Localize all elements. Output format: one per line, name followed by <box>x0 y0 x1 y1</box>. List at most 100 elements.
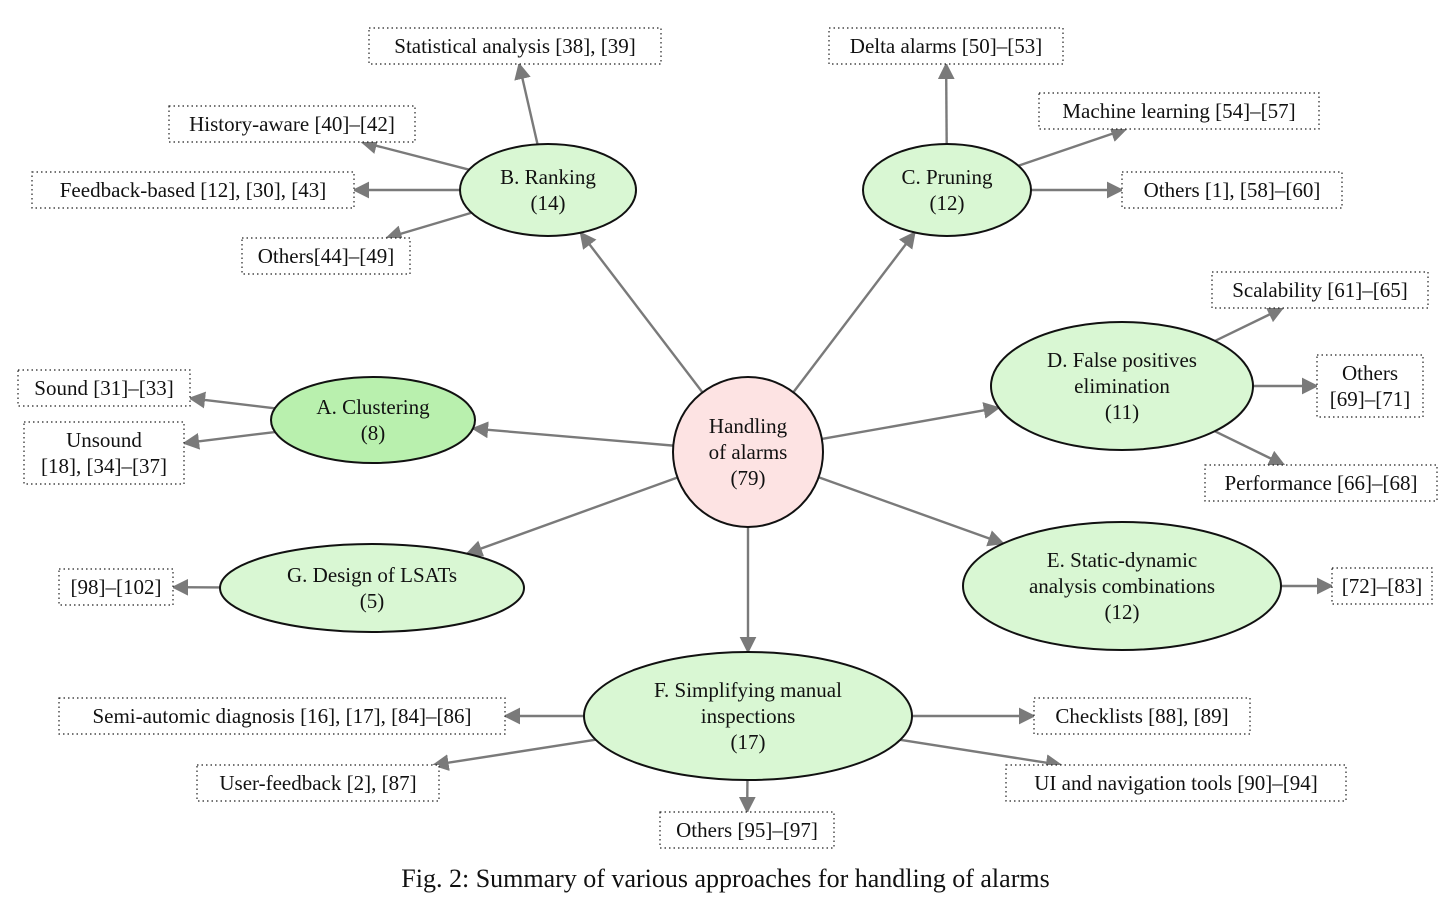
category-ellipse-ranking <box>459 143 637 237</box>
leaf-rect-ranking-others <box>241 237 411 275</box>
edge-center-to-clustering <box>471 421 674 447</box>
leaf-ml-label-line-1: Machine learning [54]–[57] <box>1062 99 1295 123</box>
category-manual-label-line-3: (17) <box>731 730 766 754</box>
center-node-shape <box>672 376 824 528</box>
leaf-box-ui-tools: UI and navigation tools [90]–[94] <box>1005 764 1347 802</box>
leaf-rect-sound <box>17 369 191 407</box>
leaf-statistical-label-line-1: Statistical analysis [38], [39] <box>394 34 635 58</box>
category-ranking-label-line-1: B. Ranking <box>500 165 596 189</box>
leaf-unsound-label-line-1: Unsound <box>66 428 142 452</box>
edge-clustering-to-sound <box>188 391 275 410</box>
edge-center-to-false-positives <box>821 402 1001 441</box>
leaf-semi-label-line-1: Semi-automic diagnosis [16], [17], [84]–… <box>92 704 471 728</box>
edge-center-to-ranking <box>579 231 704 394</box>
leaf-ranking-others-label-line-1: Others[44]–[49] <box>258 244 394 268</box>
edge-clustering-to-unsound <box>182 430 276 450</box>
leaf-box-statistical: Statistical analysis [38], [39] <box>368 27 662 65</box>
category-ranking-label-line-2: (14) <box>531 191 566 215</box>
leaf-rect-lsat-refs <box>58 568 174 606</box>
leaf-box-sound: Sound [31]–[33] <box>17 369 191 407</box>
leaf-manual-others-label-line-1: Others [95]–[97] <box>676 818 818 842</box>
leaf-box-user-feedback: User-feedback [2], [87] <box>196 764 440 802</box>
leaf-box-feedback-based: Feedback-based [12], [30], [43] <box>31 171 355 209</box>
leaf-rect-performance <box>1204 464 1438 502</box>
edge-ranking-to-statistical <box>514 62 539 145</box>
category-lsats-label-line-2: (5) <box>360 589 385 613</box>
category-clustering-label-line-2: (8) <box>361 421 386 445</box>
leaf-delta-label-line-1: Delta alarms [50]–[53] <box>850 34 1042 58</box>
category-manual-label-line-1: F. Simplifying manual <box>654 678 842 702</box>
category-ellipse-lsats <box>219 543 525 633</box>
category-clustering-label-line-1: A. Clustering <box>316 395 430 419</box>
leaf-fp-others-label-line-1: Others <box>1342 361 1398 385</box>
leaf-box-pruning-others: Others [1], [58]–[60] <box>1121 171 1343 209</box>
leaf-box-ml: Machine learning [54]–[57] <box>1038 92 1320 130</box>
leaf-sd-refs-label-line-1: [72]–[83] <box>1342 574 1422 598</box>
center-node-label-line-3: (79) <box>731 466 766 490</box>
category-static-dynamic-label-line-3: (12) <box>1105 600 1140 624</box>
category-node-lsats: G. Design of LSATs(5) <box>219 543 525 633</box>
edge-center-to-lsats <box>465 476 678 557</box>
leaf-rect-checklists <box>1033 697 1251 735</box>
leaf-rect-statistical <box>368 27 662 65</box>
category-pruning-label-line-1: C. Pruning <box>901 165 993 189</box>
edge-manual-to-user-feedback <box>431 738 596 771</box>
leaf-box-checklists: Checklists [88], [89] <box>1033 697 1251 735</box>
center-node-label-line-2: of alarms <box>709 440 788 464</box>
leaf-user-feedback-label-line-1: User-feedback [2], [87] <box>219 771 416 795</box>
leaf-rect-user-feedback <box>196 764 440 802</box>
edge-pruning-to-delta <box>937 62 955 145</box>
category-false-positives-label-line-2: elimination <box>1074 374 1170 398</box>
edge-ranking-to-ranking-others <box>384 211 472 242</box>
leaf-ui-tools-label-line-1: UI and navigation tools [90]–[94] <box>1034 771 1317 795</box>
leaf-rect-history <box>168 105 416 143</box>
category-static-dynamic-label-line-1: E. Static-dynamic <box>1047 548 1197 572</box>
leaf-fp-others-label-line-2: [69]–[71] <box>1330 387 1410 411</box>
leaf-rect-sd-refs <box>1331 567 1433 605</box>
edge-false-positives-to-scalability <box>1214 306 1285 342</box>
category-false-positives-label-line-3: (11) <box>1105 400 1139 424</box>
category-ellipse-pruning <box>862 143 1032 237</box>
category-manual-label-line-2: inspections <box>701 704 796 728</box>
leaf-rect-scalability <box>1211 271 1429 309</box>
leaf-pruning-others-label-line-1: Others [1], [58]–[60] <box>1144 178 1321 202</box>
leaf-rect-unsound <box>23 421 185 485</box>
category-static-dynamic-label-line-2: analysis combinations <box>1029 574 1215 598</box>
category-false-positives-label-line-1: D. False positives <box>1047 348 1197 372</box>
leaf-box-delta: Delta alarms [50]–[53] <box>828 27 1064 65</box>
leaf-scalability-label-line-1: Scalability [61]–[65] <box>1232 278 1408 302</box>
category-node-clustering: A. Clustering(8) <box>270 376 476 464</box>
leaf-rect-ml <box>1038 92 1320 130</box>
category-lsats-label-line-1: G. Design of LSATs <box>287 563 457 587</box>
leaf-sound-label-line-1: Sound [31]–[33] <box>34 376 173 400</box>
center-node-label-line-1: Handling <box>709 414 788 438</box>
leaf-box-manual-others: Others [95]–[97] <box>659 811 835 849</box>
leaf-box-scalability: Scalability [61]–[65] <box>1211 271 1429 309</box>
category-node-ranking: B. Ranking(14) <box>459 143 637 237</box>
edge-false-positives-to-performance <box>1214 430 1286 467</box>
leaf-performance-label-line-1: Performance [66]–[68] <box>1225 471 1418 495</box>
category-pruning-label-line-2: (12) <box>930 191 965 215</box>
leaf-rect-pruning-others <box>1121 171 1343 209</box>
category-ellipse-clustering <box>270 376 476 464</box>
leaf-box-performance: Performance [66]–[68] <box>1204 464 1438 502</box>
leaf-box-fp-others: Others[69]–[71] <box>1316 354 1424 418</box>
edge-manual-to-ui-tools <box>900 738 1063 771</box>
leaf-box-sd-refs: [72]–[83] <box>1331 567 1433 605</box>
edge-ranking-to-history <box>360 137 470 171</box>
leaf-box-semi: Semi-automic diagnosis [16], [17], [84]–… <box>58 697 506 735</box>
category-ellipse-false-positives <box>990 321 1254 451</box>
leaf-rect-ui-tools <box>1005 764 1347 802</box>
leaf-feedback-based-label-line-1: Feedback-based [12], [30], [43] <box>60 178 326 202</box>
leaf-rect-manual-others <box>659 811 835 849</box>
category-ellipse-manual <box>583 651 913 781</box>
leaf-rect-feedback-based <box>31 171 355 209</box>
leaf-rect-delta <box>828 27 1064 65</box>
category-node-pruning: C. Pruning(12) <box>862 143 1032 237</box>
edges-layer <box>171 62 1334 814</box>
leaf-history-label-line-1: History-aware [40]–[42] <box>189 112 395 136</box>
